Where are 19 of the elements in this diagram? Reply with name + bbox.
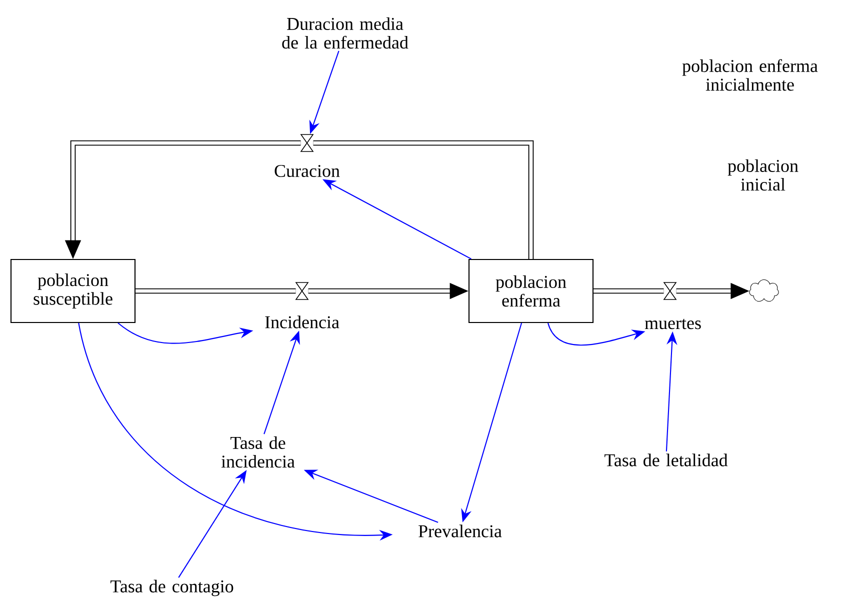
- label-text: poblacion inicial: [728, 159, 798, 191]
- cloud-symbol: [749, 279, 779, 302]
- variable-text: muertes: [644, 318, 701, 330]
- valve-symbol: [295, 282, 309, 300]
- variable-text: Prevalencia: [418, 524, 502, 538]
- variable-text: Tasa de incidencia: [221, 436, 295, 468]
- stock-box: poblacion susceptible: [10, 258, 136, 324]
- label-text: poblacion enferma inicialmente: [682, 59, 818, 91]
- variable-text: Tasa de contagio: [110, 580, 234, 596]
- flow-pipe: [136, 288, 296, 294]
- flow-pipe: [594, 288, 664, 294]
- stock-box: poblacion enferma: [468, 258, 594, 324]
- variable-text: Curacion: [274, 164, 340, 178]
- variable-text: Duracion media de la enfermedad: [282, 17, 408, 49]
- variable-text: Incidencia: [265, 316, 340, 328]
- variable-text: Tasa de letalidad: [604, 454, 728, 466]
- flow-pipe: [313, 140, 534, 259]
- valve-symbol: [300, 134, 314, 152]
- valve-symbol: [663, 282, 677, 300]
